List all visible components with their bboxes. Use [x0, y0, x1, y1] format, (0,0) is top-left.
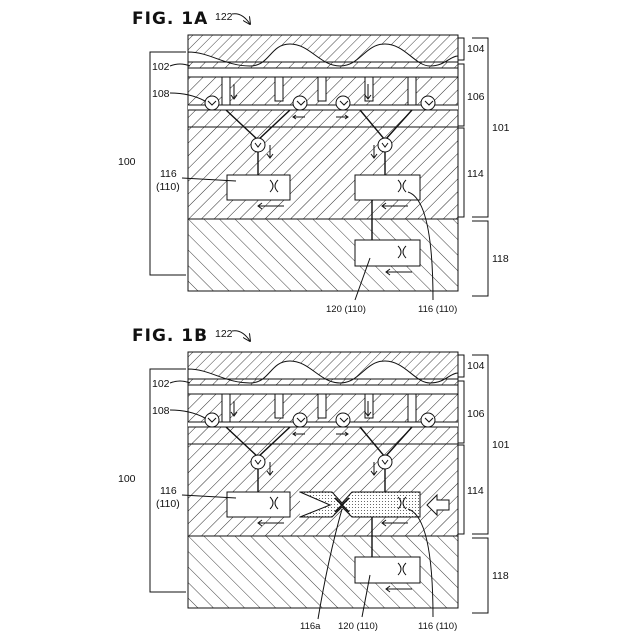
bracket-104	[458, 38, 464, 60]
bracket-114	[458, 445, 464, 534]
ref-116-right: 116 (110)	[418, 304, 457, 315]
ref-101: 101	[492, 439, 510, 451]
figure-title: FIG. 1B	[132, 326, 208, 346]
ref-118: 118	[492, 253, 509, 265]
ref-104: 104	[467, 43, 485, 55]
bracket-104	[458, 355, 464, 377]
ref-102: 102	[152, 378, 170, 390]
leader-102	[170, 381, 190, 383]
valve-icon	[421, 96, 435, 110]
ref-100: 100	[118, 156, 136, 168]
bracket-101	[472, 38, 488, 217]
layer-114	[188, 444, 458, 536]
valve-icon	[293, 96, 307, 110]
ref-118: 118	[492, 570, 509, 582]
ref-120: 120 (110)	[326, 304, 366, 315]
valve-icon	[293, 413, 307, 427]
chamber-120	[355, 557, 420, 583]
ref-108: 108	[152, 405, 170, 417]
valve-icon	[378, 455, 392, 469]
chamber-116-left	[227, 175, 290, 200]
ref-122: 122	[215, 11, 233, 23]
layer-stack	[188, 35, 458, 291]
bracket-106	[458, 64, 464, 126]
bracket-118	[472, 538, 488, 613]
ref-116-right: 116 (110)	[418, 621, 457, 632]
ref-108: 108	[152, 88, 170, 100]
bracket-106	[458, 381, 464, 443]
layer-114	[188, 127, 458, 219]
ref-110-left: (110)	[156, 181, 180, 193]
figure-1b: FIG. 1B 122	[118, 326, 510, 632]
valve-icon	[205, 413, 219, 427]
chamber-116-right	[355, 175, 420, 200]
bracket-100	[150, 369, 186, 592]
ref-114: 114	[467, 485, 484, 497]
ref-106: 106	[467, 91, 485, 103]
chamber-116-left	[227, 492, 290, 517]
ref-122-arrow	[232, 14, 250, 24]
layer-104	[188, 35, 458, 62]
valve-icon	[205, 96, 219, 110]
ref-110-left: (110)	[156, 498, 180, 510]
ref-100: 100	[118, 473, 136, 485]
valve-icon	[336, 413, 350, 427]
valve-icon	[251, 138, 265, 152]
bracket-118	[472, 221, 488, 296]
bracket-114	[458, 128, 464, 217]
bracket-100	[150, 52, 186, 275]
ref-101: 101	[492, 122, 510, 134]
ref-116-left: 116	[160, 168, 177, 180]
ref-116a: 116a	[300, 621, 321, 632]
layer-104	[188, 352, 458, 379]
figure-title: FIG. 1A	[132, 9, 208, 29]
ref-122-arrow	[232, 331, 250, 341]
valve-icon	[378, 138, 392, 152]
valve-icon	[251, 455, 265, 469]
figure-1a: FIG. 1A 122	[118, 9, 510, 315]
ref-106: 106	[467, 408, 485, 420]
valve-icon	[336, 96, 350, 110]
ref-116-left: 116	[160, 485, 177, 497]
leader-102	[170, 64, 190, 66]
chamber-120	[355, 240, 420, 266]
ref-120: 120 (110)	[338, 621, 378, 632]
layer-stack	[188, 352, 458, 608]
ref-104: 104	[467, 360, 485, 372]
ref-122: 122	[215, 328, 233, 340]
ref-102: 102	[152, 61, 170, 73]
bracket-101	[472, 355, 488, 534]
ref-114: 114	[467, 168, 484, 180]
valve-icon	[421, 413, 435, 427]
